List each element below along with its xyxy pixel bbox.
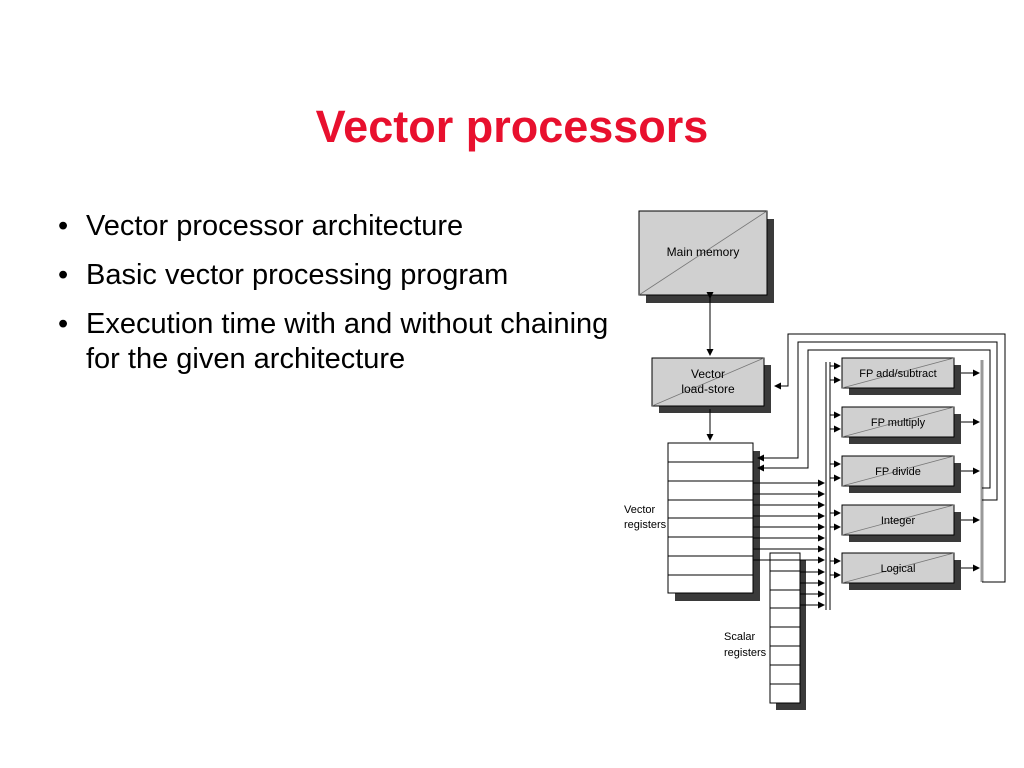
functional-unit-logical: Logical (841, 552, 961, 590)
vector-register-rows (668, 461, 753, 576)
fp-add-label: FP add/subtract (859, 368, 936, 380)
unit-input-arrows (830, 362, 841, 579)
integer-label: Integer (881, 515, 916, 527)
vector-registers-label-line2: registers (624, 519, 667, 531)
bullet-item: • Execution time with and without chaini… (58, 307, 618, 377)
bullet-marker: • (58, 210, 69, 242)
load-store-label-line2: load-store (681, 382, 735, 396)
functional-unit-fp-multiply: FP multiply (841, 406, 961, 444)
scalar-registers-block: Scalar registers (724, 552, 806, 710)
load-store-diagonal (651, 357, 765, 407)
vector-registers-block: Vector registers (624, 442, 760, 601)
scalar-registers-box (769, 552, 801, 704)
bullet-text: Execution time with and without chaining… (86, 308, 609, 375)
functional-unit-fp-divide: FP divide (841, 455, 961, 493)
functional-unit-integer: Integer (841, 504, 961, 542)
bullet-item: • Vector processor architecture (58, 209, 618, 244)
main-memory-label: Main memory (667, 245, 740, 259)
main-memory-block: Main memory (638, 210, 774, 303)
scalar-registers-label-line2: registers (724, 647, 767, 659)
scalar-registers-label-line1: Scalar (724, 631, 756, 643)
bullet-marker: • (58, 259, 69, 291)
load-store-block: Vector load-store (651, 357, 771, 413)
fp-multiply-label: FP multiply (871, 417, 926, 429)
feedback-wires (757, 333, 1006, 583)
bullet-list: • Vector processor architecture • Basic … (58, 209, 618, 391)
load-store-label-line1: Vector (691, 367, 725, 381)
functional-unit-fp-add: FP add/subtract (841, 357, 961, 395)
bullet-item: • Basic vector processing program (58, 258, 618, 293)
register-to-bus-arrows (753, 479, 825, 609)
main-memory-diagonal (638, 210, 768, 296)
bullet-text: Basic vector processing program (86, 259, 509, 291)
fp-divide-label: FP divide (875, 466, 921, 478)
architecture-svg: Main memory Vector load-store (624, 210, 1006, 710)
scalar-register-rows (770, 570, 800, 685)
bullet-text: Vector processor architecture (86, 210, 464, 242)
vector-processor-diagram: Main memory Vector load-store (600, 200, 1020, 725)
slide-title: Vector processors (315, 101, 709, 152)
vector-registers-label-line1: Vector (624, 504, 656, 516)
logical-label: Logical (881, 563, 916, 575)
unit-output-arrows (961, 369, 980, 572)
bullet-marker: • (58, 308, 69, 340)
